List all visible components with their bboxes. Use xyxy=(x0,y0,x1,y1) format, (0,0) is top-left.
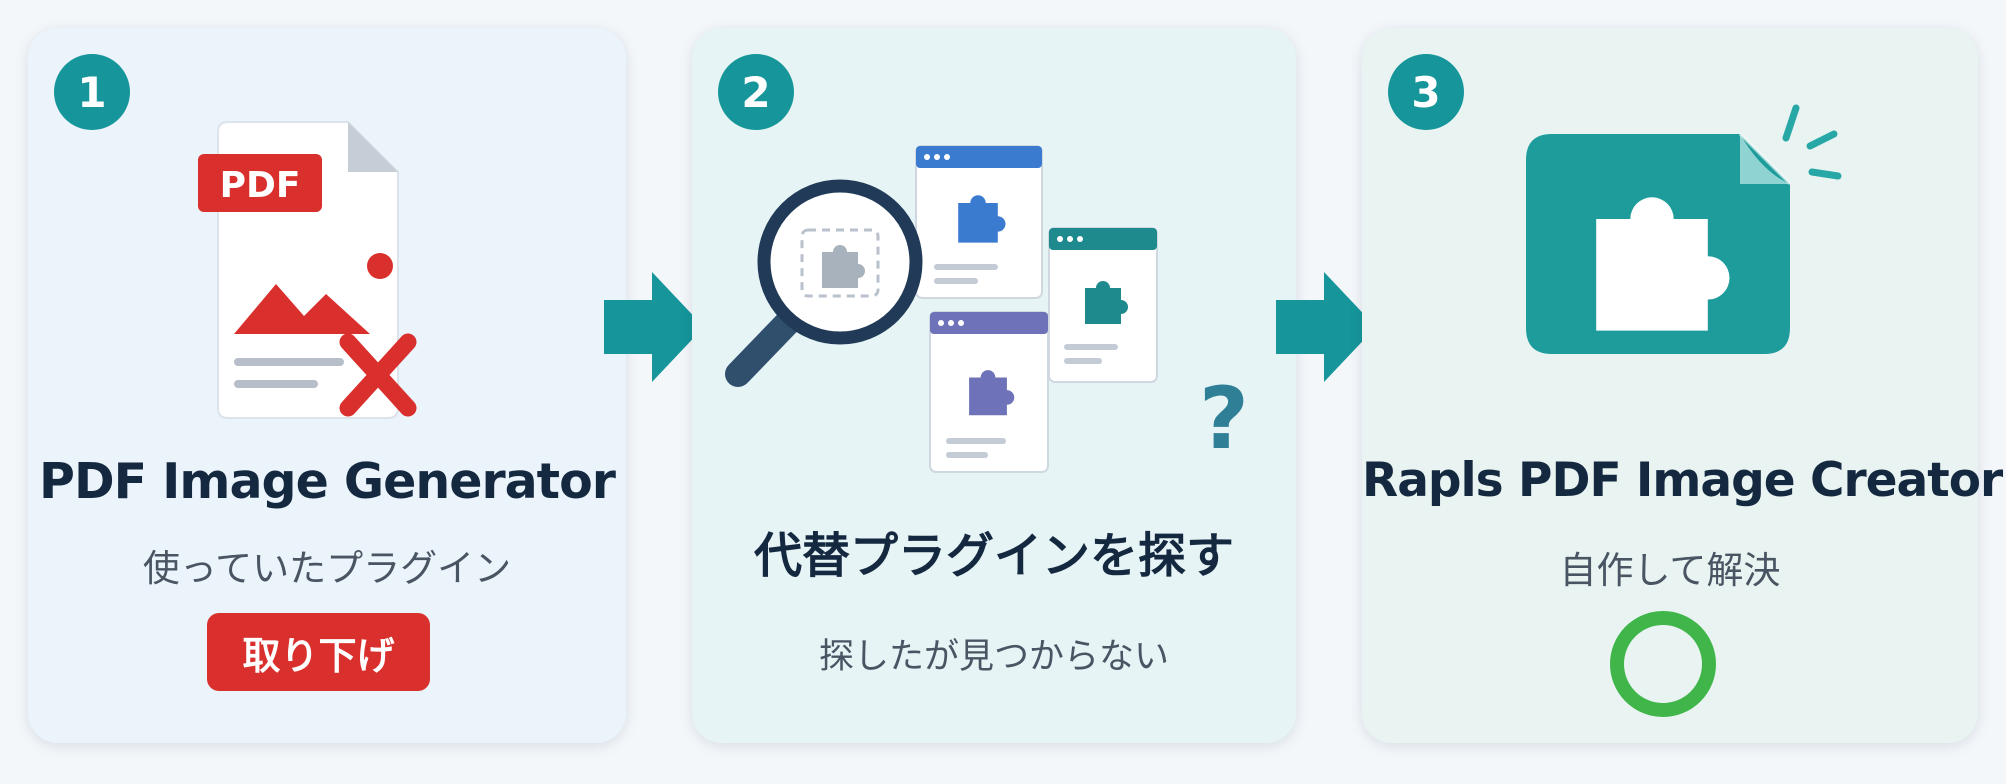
question-mark-icon: ? xyxy=(1199,369,1249,469)
illustration-search-plugins: ? xyxy=(725,145,1249,473)
step-title: PDF Image Generator xyxy=(39,453,616,510)
arrow-right-icon xyxy=(1276,272,1376,382)
step-subtitle: 自作して解決 xyxy=(1559,549,1781,592)
step-title: 代替プラグインを探す xyxy=(753,528,1234,584)
plugin-card-icon xyxy=(929,311,1049,473)
pdf-label: PDF xyxy=(220,165,301,206)
step-panel-2: 2 xyxy=(692,28,1296,743)
magnifier-icon xyxy=(725,179,923,387)
step-panel-1: 1 PDF PDF Image Generator 使っていたプラグイン 取り下… xyxy=(28,28,626,743)
step-panel-3: 3 Rapls PDF Image Creator 自作して解決 xyxy=(1362,28,2003,743)
step-number-badge: 3 xyxy=(1388,54,1464,130)
plugin-card-icon xyxy=(1048,227,1158,383)
image-icon xyxy=(234,253,393,388)
step-number-badge: 2 xyxy=(718,54,794,130)
step-subtitle: 使っていたプラグイン xyxy=(142,547,512,590)
arrow-right-icon xyxy=(604,272,704,382)
plugin-card-icon xyxy=(915,145,1043,299)
step-number-badge: 1 xyxy=(54,54,130,130)
success-circle-icon xyxy=(1610,611,1716,717)
step-subtitle: 探したが見つからない xyxy=(818,637,1169,677)
cross-mark-icon xyxy=(339,333,417,417)
illustration-pdf-image-removed: PDF xyxy=(198,121,417,419)
plugin-app-icon xyxy=(1526,104,1842,354)
sparkle-lines xyxy=(1782,104,1842,180)
status-badge-withdrawn: 取り下げ xyxy=(207,613,430,691)
step-title: Rapls PDF Image Creator xyxy=(1362,453,2003,508)
